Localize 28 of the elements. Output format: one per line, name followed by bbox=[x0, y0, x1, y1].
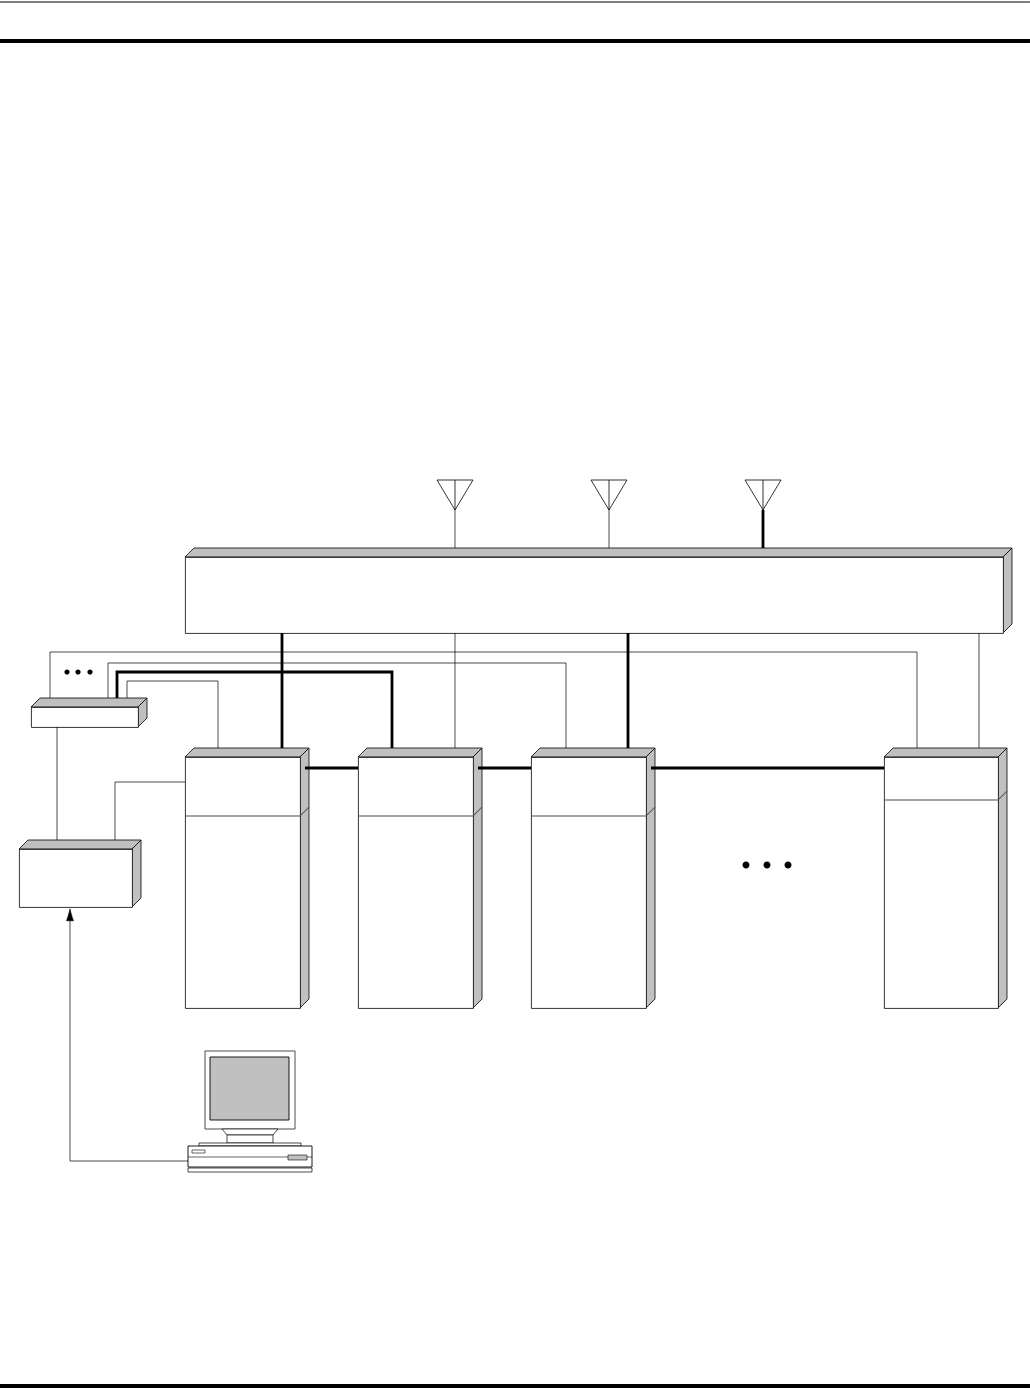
connector-line bbox=[978, 632, 980, 749]
antenna-symbol bbox=[436, 479, 474, 511]
equipment-cabinet bbox=[530, 747, 656, 1009]
computer-drawing bbox=[187, 1050, 313, 1173]
connector-line bbox=[305, 766, 358, 770]
equipment-cabinet bbox=[357, 747, 483, 1009]
equipment-cabinet bbox=[184, 747, 310, 1009]
connector-line bbox=[107, 662, 567, 749]
combiner-rack bbox=[184, 547, 1013, 634]
antenna-symbol bbox=[590, 479, 628, 511]
connector-line bbox=[454, 509, 456, 549]
connector-line bbox=[608, 509, 610, 549]
connector-line bbox=[280, 633, 284, 748]
equipment-box bbox=[18, 839, 142, 908]
connector-line bbox=[626, 633, 630, 748]
connector-line bbox=[454, 632, 456, 749]
connector-line bbox=[651, 766, 884, 770]
connector-line bbox=[114, 781, 186, 841]
connector-line bbox=[126, 680, 219, 749]
arrow bbox=[66, 908, 189, 1162]
equipment-cabinet bbox=[883, 747, 1008, 1009]
connector-line bbox=[56, 726, 58, 841]
antenna-symbol bbox=[744, 479, 782, 511]
equipment-box bbox=[30, 697, 148, 728]
connector-line bbox=[49, 651, 918, 749]
connector-line bbox=[761, 510, 765, 548]
connector-line bbox=[115, 670, 394, 748]
connector-line bbox=[478, 766, 531, 770]
